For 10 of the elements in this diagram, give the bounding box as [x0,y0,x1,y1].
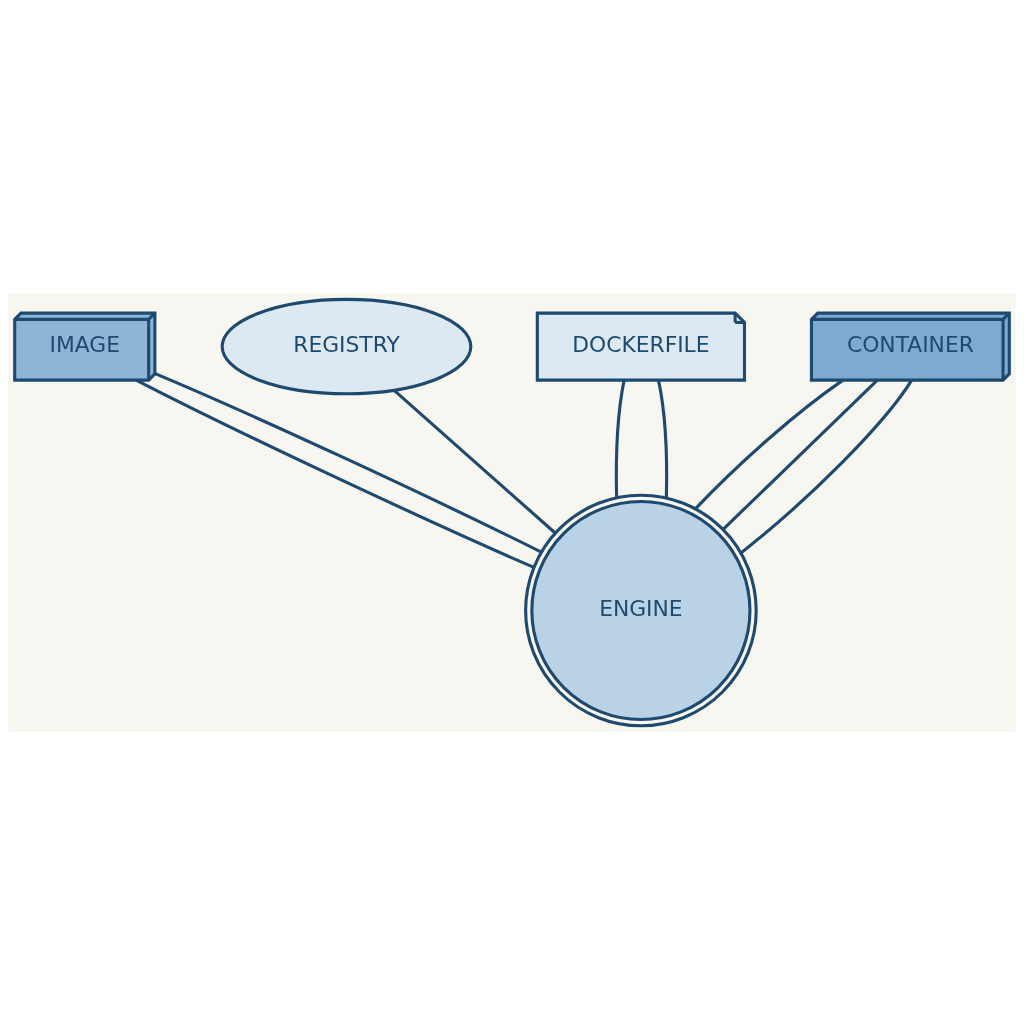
connector [154,371,542,553]
connector [694,378,844,510]
connector [739,378,913,554]
connector [722,378,879,530]
connector [135,378,535,569]
node-ellipse: REGISTRY [220,297,473,395]
node-circle: ENGINE [524,493,758,727]
connector [614,379,626,497]
connector [656,379,669,498]
connector [393,388,556,534]
